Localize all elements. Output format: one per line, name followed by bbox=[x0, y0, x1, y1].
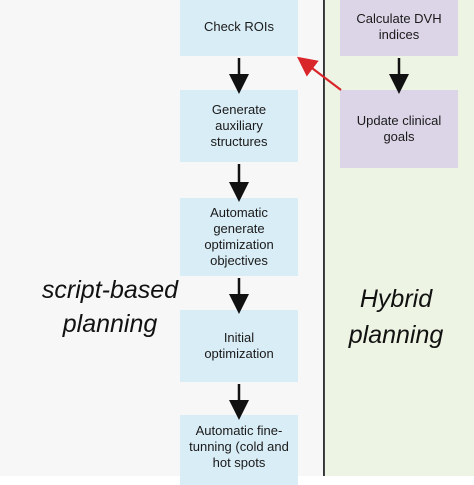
initial-optimization-text: Initial optimization bbox=[204, 330, 274, 361]
calculate-dvh-text: Calculate DVH indices bbox=[356, 11, 442, 42]
fine-tuning-text: Automatic fine-tunning (cold and hot spo… bbox=[189, 423, 289, 470]
script-based-label: script-based planning bbox=[10, 274, 210, 340]
generate-auxiliary-text: Generate auxiliary structures bbox=[210, 102, 268, 149]
feedback-arrow bbox=[296, 56, 342, 91]
update-goals-text: Update clinical goals bbox=[356, 113, 442, 144]
hybrid-label-line1: Hybrid bbox=[359, 285, 433, 313]
fine-tuning-box: Automatic fine-tunning (cold and hot spo… bbox=[180, 415, 298, 485]
automatic-objectives-box: Automatic generate optimization objectiv… bbox=[180, 198, 298, 276]
update-goals-box: Update clinical goals bbox=[340, 90, 458, 168]
automatic-objectives-text: Automatic generate optimization objectiv… bbox=[204, 205, 274, 268]
arrows-layer bbox=[229, 56, 409, 420]
hybrid-label: Hybrid planning bbox=[326, 283, 466, 351]
script-based-label-line1: script-based bbox=[41, 276, 179, 304]
check-rois-text: Check ROIs bbox=[203, 19, 275, 34]
script-based-label-line2: planning bbox=[62, 310, 158, 338]
calculate-dvh-box: Calculate DVH indices bbox=[340, 0, 458, 56]
generate-auxiliary-box: Generate auxiliary structures bbox=[180, 90, 298, 162]
check-rois-box: Check ROIs bbox=[180, 0, 298, 56]
hybrid-label-line2: planning bbox=[348, 321, 444, 349]
initial-optimization-box: Initial optimization bbox=[180, 310, 298, 382]
